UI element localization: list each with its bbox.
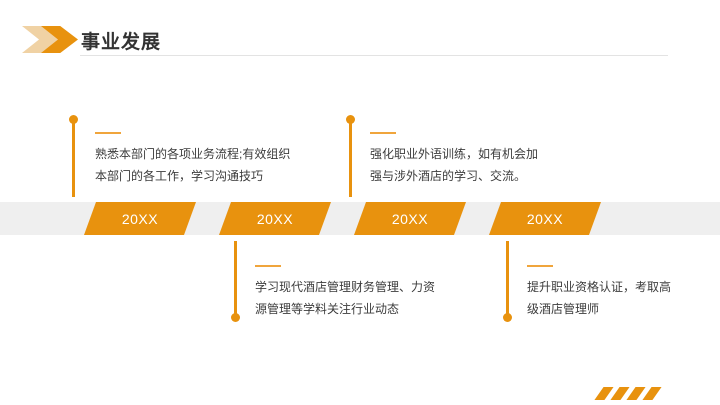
accent-dash bbox=[370, 132, 396, 134]
page-title: 事业发展 bbox=[81, 32, 162, 53]
accent-dash bbox=[255, 265, 281, 267]
connector-dot bbox=[346, 115, 355, 124]
timeline-year-marker: 20XX bbox=[353, 202, 467, 235]
timeline-year-marker: 20XX bbox=[83, 202, 197, 235]
year-label: 20XX bbox=[121, 210, 159, 227]
accent-dash bbox=[527, 265, 553, 267]
year-label: 20XX bbox=[256, 210, 294, 227]
title-underline bbox=[80, 55, 668, 56]
connector-line bbox=[506, 241, 509, 315]
connector-line bbox=[234, 241, 237, 315]
connector-line bbox=[72, 121, 75, 197]
milestone-text-line: 源管理等学料关注行业动态 bbox=[255, 302, 400, 316]
milestone-text-line: 级酒店管理师 bbox=[527, 302, 600, 316]
timeline-year-marker: 20XX bbox=[488, 202, 602, 235]
milestone-text-line: 强化职业外语训练，如有机会加 bbox=[370, 147, 539, 161]
year-label: 20XX bbox=[526, 210, 564, 227]
milestone-text-line: 熟悉本部门的各项业务流程;有效组织 bbox=[95, 147, 291, 161]
corner-slashes-decoration bbox=[594, 387, 663, 405]
milestone-text-line: 强与涉外酒店的学习、交流。 bbox=[370, 169, 527, 183]
connector-dot bbox=[231, 313, 240, 322]
connector-dot bbox=[503, 313, 512, 322]
accent-dash bbox=[95, 132, 121, 134]
connector-dot bbox=[69, 115, 78, 124]
milestone-text-line: 本部门的各工作，学习沟通技巧 bbox=[95, 169, 264, 183]
connector-line bbox=[349, 121, 352, 197]
year-label: 20XX bbox=[391, 210, 429, 227]
slash-icon bbox=[642, 387, 662, 400]
milestone-text-line: 学习现代酒店管理财务管理、力资 bbox=[255, 280, 436, 294]
milestone-text-line: 提升职业资格认证，考取高 bbox=[527, 280, 672, 294]
timeline-year-marker: 20XX bbox=[218, 202, 332, 235]
